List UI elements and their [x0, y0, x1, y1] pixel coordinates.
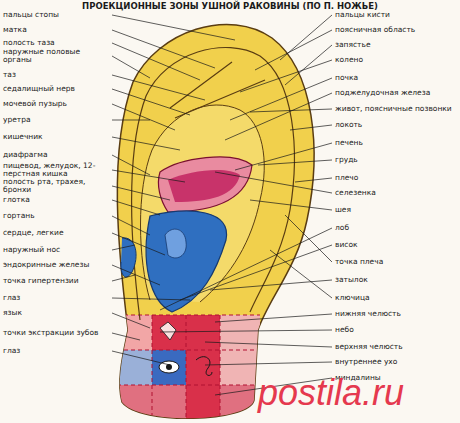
zone-label: глаз [3, 347, 111, 355]
zone-label: глаз [3, 294, 111, 302]
cymba-conchae [158, 157, 252, 212]
cavum-conchae [146, 211, 226, 312]
zone-label: таз [3, 71, 111, 79]
zone-label: грудь [335, 156, 458, 164]
zone-label: колено [335, 56, 458, 64]
zone-label: матка [3, 26, 111, 34]
zone-label: точка гипертензии [3, 277, 111, 285]
zone-label: пищевод, желудок, 12-перстная кишка [3, 162, 111, 179]
zone-label: запястье [335, 41, 458, 49]
zone-label: язык [3, 309, 111, 317]
zone-label: сердце, легкие [3, 229, 111, 237]
zone-label: точка плеча [335, 258, 458, 266]
zone-label: эндокринные железы [3, 261, 111, 269]
diagram-title: ПРОЕКЦИОННЫЕ ЗОНЫ УШНОЙ РАКОВИНЫ (ПО П. … [0, 1, 460, 11]
zone-label: нижняя челюсть [335, 310, 458, 318]
zone-label: лоб [335, 224, 458, 232]
zone-label: наружные половые органы [3, 48, 111, 65]
zone-label: глотка [3, 196, 111, 204]
zone-label: пальцы кисти [335, 11, 458, 19]
zone-label: полость таза [3, 39, 111, 47]
zone-label: живот, поясничные позвонки [335, 105, 458, 113]
zone-label: верхняя челюсть [335, 343, 458, 351]
zone-label: почка [335, 74, 458, 82]
zone-label: диафрагма [3, 151, 111, 159]
zone-label: уретра [3, 116, 111, 124]
zone-label: наружный нос [3, 246, 111, 254]
watermark: postila.ru [258, 372, 404, 414]
zone-label: мочевой пузырь [3, 100, 111, 108]
zone-label: кишечник [3, 133, 111, 141]
zone-label: седалищный нерв [3, 85, 111, 93]
zone-label: пальцы стопы [3, 11, 111, 19]
zone-label: плечо [335, 174, 458, 182]
zone-label: селезенка [335, 189, 458, 197]
zone-label: шея [335, 206, 458, 214]
zone-label: печень [335, 139, 458, 147]
zone-label: гортань [3, 212, 111, 220]
zone-label: поджелудочная железа [335, 89, 458, 97]
zone-label: внутреннее ухо [335, 358, 458, 366]
zone-label: поясничная область [335, 26, 458, 34]
zone-label: полость рта, трахея, бронхи [3, 178, 111, 195]
tragus [121, 238, 136, 277]
leader-lines-left [112, 15, 235, 365]
zone-label: висок [335, 241, 458, 249]
helix-line [132, 47, 295, 320]
zone-label: затылок [335, 276, 458, 284]
leader-lines-right [160, 15, 332, 395]
heart-lung-zone [165, 229, 186, 258]
zone-label: небо [335, 326, 458, 334]
zone-label: ключица [335, 294, 458, 302]
antihelix-crura [170, 62, 265, 118]
zone-label: локоть [335, 121, 458, 129]
zone-label: точки экстракции зубов [3, 329, 111, 337]
